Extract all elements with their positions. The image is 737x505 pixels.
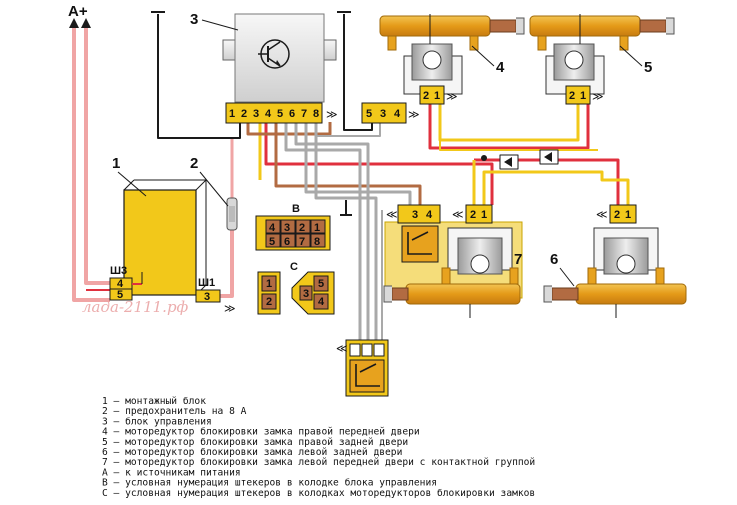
block-b-row-bottom: 5 6 7 8 — [265, 233, 326, 248]
legend-item: 5 – моторедуктор блокировки замка правой… — [102, 436, 408, 448]
power-arrows — [69, 18, 91, 28]
callout-3: 3 — [190, 11, 198, 28]
arrow-glyph: ≪ — [336, 343, 348, 355]
c-pin: 4 — [318, 296, 325, 308]
b-pin: 3 — [284, 222, 290, 234]
b-pin: 7 — [299, 236, 305, 248]
c-pin: 5 — [318, 278, 324, 290]
cu-pin: 1 — [229, 108, 235, 120]
callout-6: 6 — [550, 251, 558, 268]
sh1-pin: 3 — [204, 291, 210, 303]
b-pin: 5 — [269, 236, 275, 248]
legend-item: В – условная нумерация штекеров в колодк… — [102, 477, 437, 489]
power-label: A+ — [68, 3, 88, 20]
b-pin: 1 — [314, 222, 320, 234]
motor-pin: 1 — [481, 209, 487, 221]
legend: 1 – монтажный блок 2 – предохранитель на… — [102, 395, 535, 499]
motor-pin: 2 — [423, 90, 429, 102]
c-pin: 3 — [303, 288, 309, 300]
callout-4: 4 — [496, 59, 505, 76]
motor-pin: 1 — [434, 90, 440, 102]
c-pin: 2 — [266, 296, 272, 308]
plug-sh3: 4 5 — [109, 272, 143, 301]
plug-sh1-label: Ш1 — [198, 277, 215, 289]
block-c-label: С — [290, 261, 298, 273]
cu-pin: 3 — [253, 108, 259, 120]
b-pin: 8 — [314, 236, 320, 248]
cu-pin: 6 — [289, 108, 295, 120]
motor-pin: 2 — [569, 90, 575, 102]
arrow-glyph: ≫ — [408, 109, 420, 121]
cu-b-pin: 4 — [394, 108, 401, 120]
motor-4: 2 1 ≫ — [379, 14, 525, 105]
b-pin: 6 — [284, 236, 290, 248]
legend-item: А – к источникам питания — [102, 467, 241, 478]
cu-pin: 8 — [313, 108, 319, 120]
legend-item: С – условная нумерация штекеров в колодк… — [102, 487, 535, 499]
motor-7: 2 1 ≪ — [383, 204, 521, 318]
control-unit — [222, 13, 337, 103]
legend-item: 3 – блок управления — [102, 415, 212, 427]
arrow-glyph: ≫ — [592, 91, 604, 103]
b-pin: 4 — [269, 222, 276, 234]
switch-pin: 3 — [412, 209, 418, 221]
control-unit-connector-a: 1 2 3 4 5 6 7 8 ≫ — [225, 102, 338, 124]
switch-pin: 4 — [426, 209, 433, 221]
callout-1: 1 — [112, 155, 120, 172]
cu-pin: 4 — [265, 108, 272, 120]
block-b-row-top: 4 3 2 1 — [265, 219, 326, 234]
cu-b-pin: 3 — [380, 108, 386, 120]
motor-6: 2 1 ≪ — [543, 204, 687, 318]
arrow-glyph: ≫ — [224, 303, 236, 315]
plug-sh3-label: Ш3 — [110, 265, 127, 277]
cu-pin: 7 — [301, 108, 307, 120]
arrow-glyph: ≫ — [326, 109, 338, 121]
callout-2: 2 — [190, 155, 198, 172]
callout-5: 5 — [644, 59, 652, 76]
block-b-label: В — [292, 203, 300, 215]
legend-item: 2 – предохранитель на 8 А — [102, 406, 247, 417]
motor-pin: 1 — [625, 209, 631, 221]
cu-pin: 5 — [277, 108, 283, 120]
arrow-glyph: ≪ — [386, 209, 398, 221]
plug-sh1: 3 ≫ — [195, 289, 236, 315]
fuse — [226, 197, 238, 231]
arrow-glyph: ≫ — [446, 91, 458, 103]
legend-item: 4 – моторедуктор блокировки замка правой… — [102, 426, 420, 438]
legend-item: 7 – моторедуктор блокировки замка левой … — [102, 456, 535, 468]
cu-pin: 2 — [241, 108, 247, 120]
block-b: 4 3 2 1 5 6 7 8 — [255, 215, 331, 251]
cu-b-pin: 5 — [366, 108, 372, 120]
motor-pin: 2 — [614, 209, 620, 221]
switch-connector-bottom: ≪ — [336, 339, 389, 397]
motor-pin: 2 — [470, 209, 476, 221]
sh3-pin-5: 5 — [117, 289, 123, 301]
block-c: 1 2 3 5 4 — [257, 271, 335, 315]
control-unit-connector-b: 5 3 4 ≫ — [361, 102, 420, 124]
arrow-glyph: ≪ — [452, 209, 464, 221]
sh3-pin-4: 4 — [117, 278, 124, 290]
motor-pin: 1 — [580, 90, 586, 102]
arrow-glyph: ≪ — [596, 209, 608, 221]
c-pin: 1 — [266, 278, 272, 290]
callout-7: 7 — [514, 251, 522, 268]
legend-item: 6 – моторедуктор блокировки замка левой … — [102, 446, 402, 458]
mounting-block — [123, 179, 207, 296]
wires — [72, 14, 630, 340]
b-pin: 2 — [299, 222, 305, 234]
watermark: лада-2111.рф — [82, 298, 189, 316]
motor-5: 2 1 ≫ — [529, 14, 675, 105]
ground-symbol — [151, 11, 352, 216]
legend-item: 1 – монтажный блок — [102, 395, 206, 407]
